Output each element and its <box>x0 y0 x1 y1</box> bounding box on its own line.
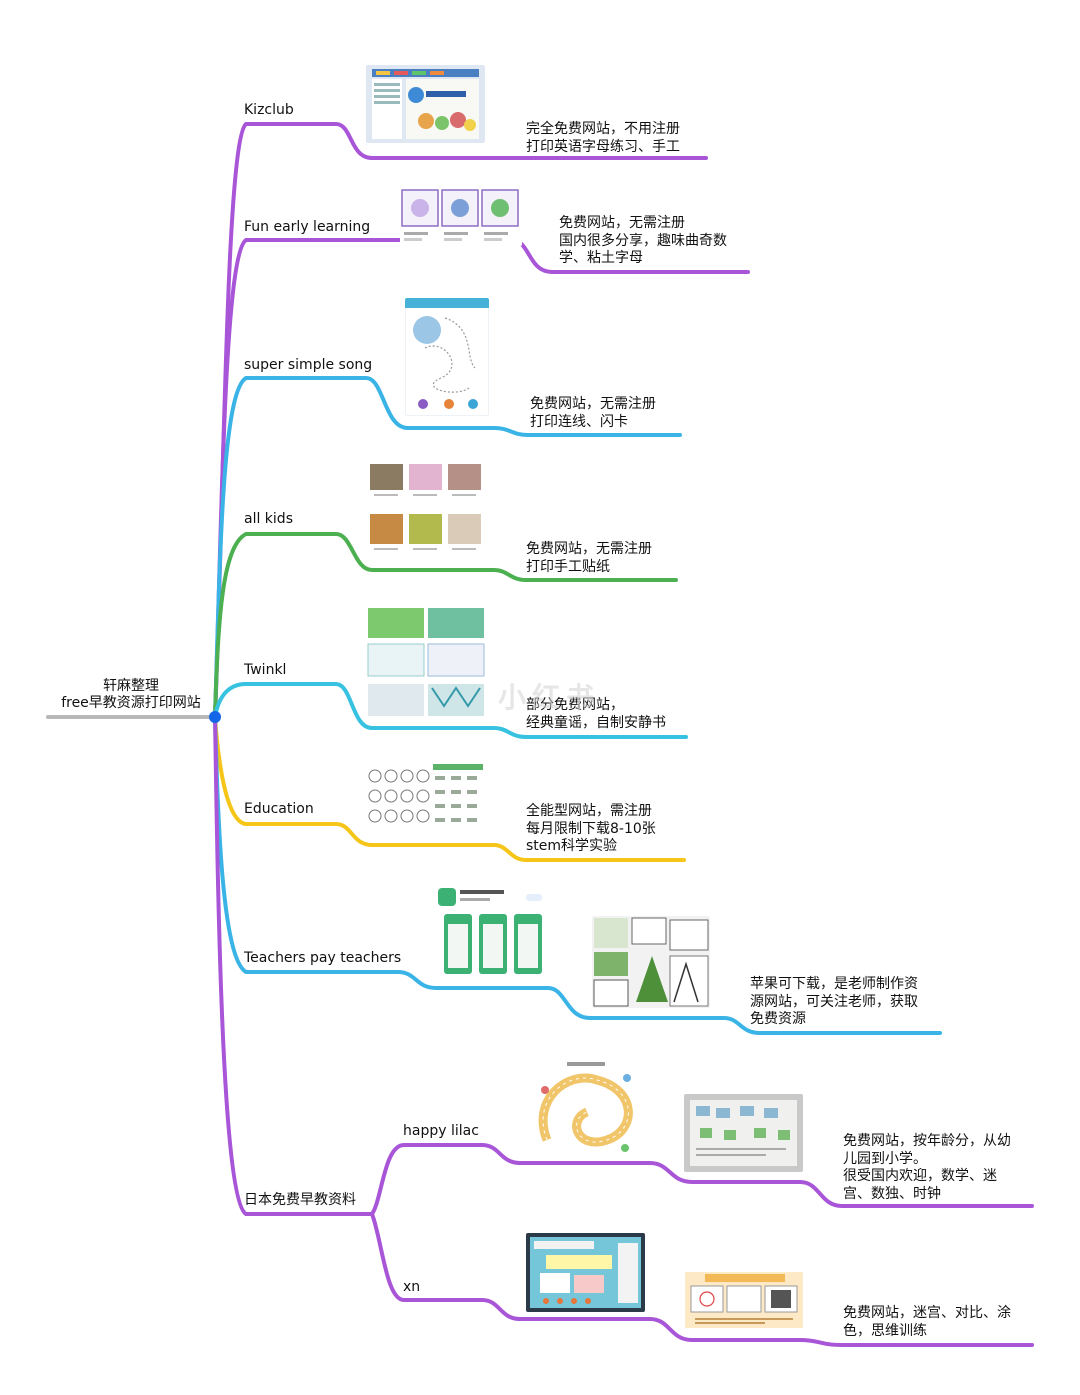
tracing-worksheet <box>405 298 489 416</box>
app-store-page <box>434 884 552 978</box>
branch-twinkl-connector <box>213 682 688 739</box>
root-title-line2: free早教资源打印网站 <box>61 695 201 711</box>
branch-label-happy-lilac: happy lilac <box>403 1123 479 1139</box>
branch-label-all-kids: all kids <box>244 511 293 527</box>
branch-teachers-pay-teachers-connector <box>213 715 942 1035</box>
xn-website-screenshot <box>526 1233 645 1312</box>
root-node-dot <box>209 711 221 723</box>
worksheet-photo <box>684 1094 803 1172</box>
craft-grid <box>368 462 483 566</box>
twinkl-resources <box>366 606 487 718</box>
branch-label-japan: 日本免费早教资料 <box>244 1192 356 1208</box>
branch-label-super-simple-song: super simple song <box>244 357 373 373</box>
branch-label-fun-early-learning: Fun early learning <box>244 219 371 235</box>
xn-worksheet-collage <box>685 1272 803 1328</box>
root-title-line1: 轩麻整理 <box>103 678 159 694</box>
branch-all-kids-connector <box>213 532 678 719</box>
root-title: 轩麻整理 free早教资源打印网站 <box>46 678 216 712</box>
note-twinkl: 部分免费网站， 经典童谣，自制安静书 <box>526 697 666 731</box>
worksheet-thumbnails <box>400 188 522 246</box>
note-happy-lilac: 免费网站，按年龄分，从幼 儿园到小学。 很受国内欢迎，数学、迷 宫、数独、时钟 <box>843 1133 1011 1202</box>
branch-label-education: Education <box>244 801 314 817</box>
branch-super-simple-song-connector <box>213 376 682 719</box>
branch-japan-connector <box>213 715 374 1216</box>
kizclub-website-screenshot <box>366 65 485 143</box>
note-fun-early-learning: 免费网站，无需注册 国内很多分享，趣味曲奇数 学、粘土字母 <box>559 215 727 266</box>
note-kizclub: 完全免费网站，不用注册 打印英语字母练习、手工 <box>526 121 680 155</box>
branch-education-connector <box>213 715 686 862</box>
branch-label-twinkl: Twinkl <box>244 662 287 678</box>
note-education: 全能型网站，需注册 每月限制下载8-10张 stem科学实验 <box>526 803 656 854</box>
branch-label-xn: xn <box>403 1279 421 1295</box>
branch-happy-lilac-connector <box>370 1143 1034 1216</box>
branch-label-teachers-pay-teachers: Teachers pay teachers <box>244 950 402 966</box>
watermark: 小红书 <box>498 681 601 714</box>
board-game-worksheet <box>527 1060 645 1158</box>
clock-worksheets <box>365 762 485 832</box>
teacher-resources-collage <box>592 916 710 1008</box>
note-teachers-pay-teachers: 苹果可下载，是老师制作资 源网站，可关注老师，获取 免费资源 <box>750 976 918 1027</box>
note-xn: 免费网站，迷宫、对比、涂 色，思维训练 <box>843 1305 1011 1339</box>
note-super-simple-song: 免费网站，无需注册 打印连线、闪卡 <box>530 396 656 430</box>
branch-label-kizclub: Kizclub <box>244 102 294 118</box>
branch-xn-connector <box>370 1212 1034 1347</box>
note-all-kids: 免费网站，无需注册 打印手工贴纸 <box>526 541 652 575</box>
